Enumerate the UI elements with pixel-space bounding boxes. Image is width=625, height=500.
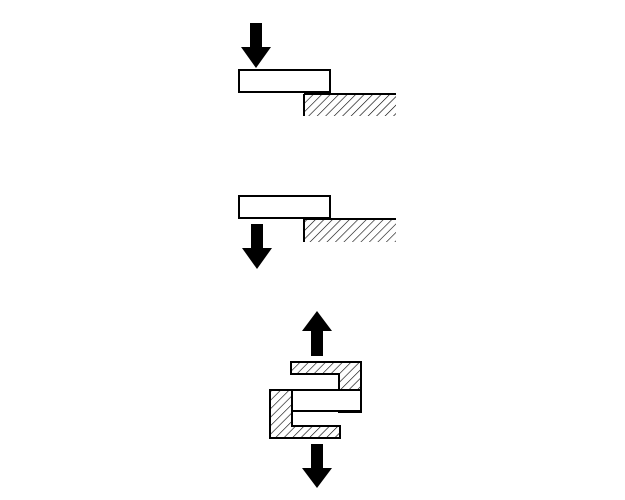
plate xyxy=(238,195,331,219)
plate xyxy=(238,69,331,93)
panel-3 xyxy=(269,311,362,488)
down-arrow-icon xyxy=(302,444,332,488)
panel-1 xyxy=(238,23,396,116)
hatched-ledge-support xyxy=(303,93,396,116)
hatched-ledge-support xyxy=(303,218,396,242)
lower-hatched-clamp xyxy=(269,389,341,439)
down-arrow-icon xyxy=(241,23,271,68)
up-arrow-icon xyxy=(302,311,332,356)
panel-2 xyxy=(238,195,396,269)
down-arrow-icon xyxy=(242,224,272,269)
